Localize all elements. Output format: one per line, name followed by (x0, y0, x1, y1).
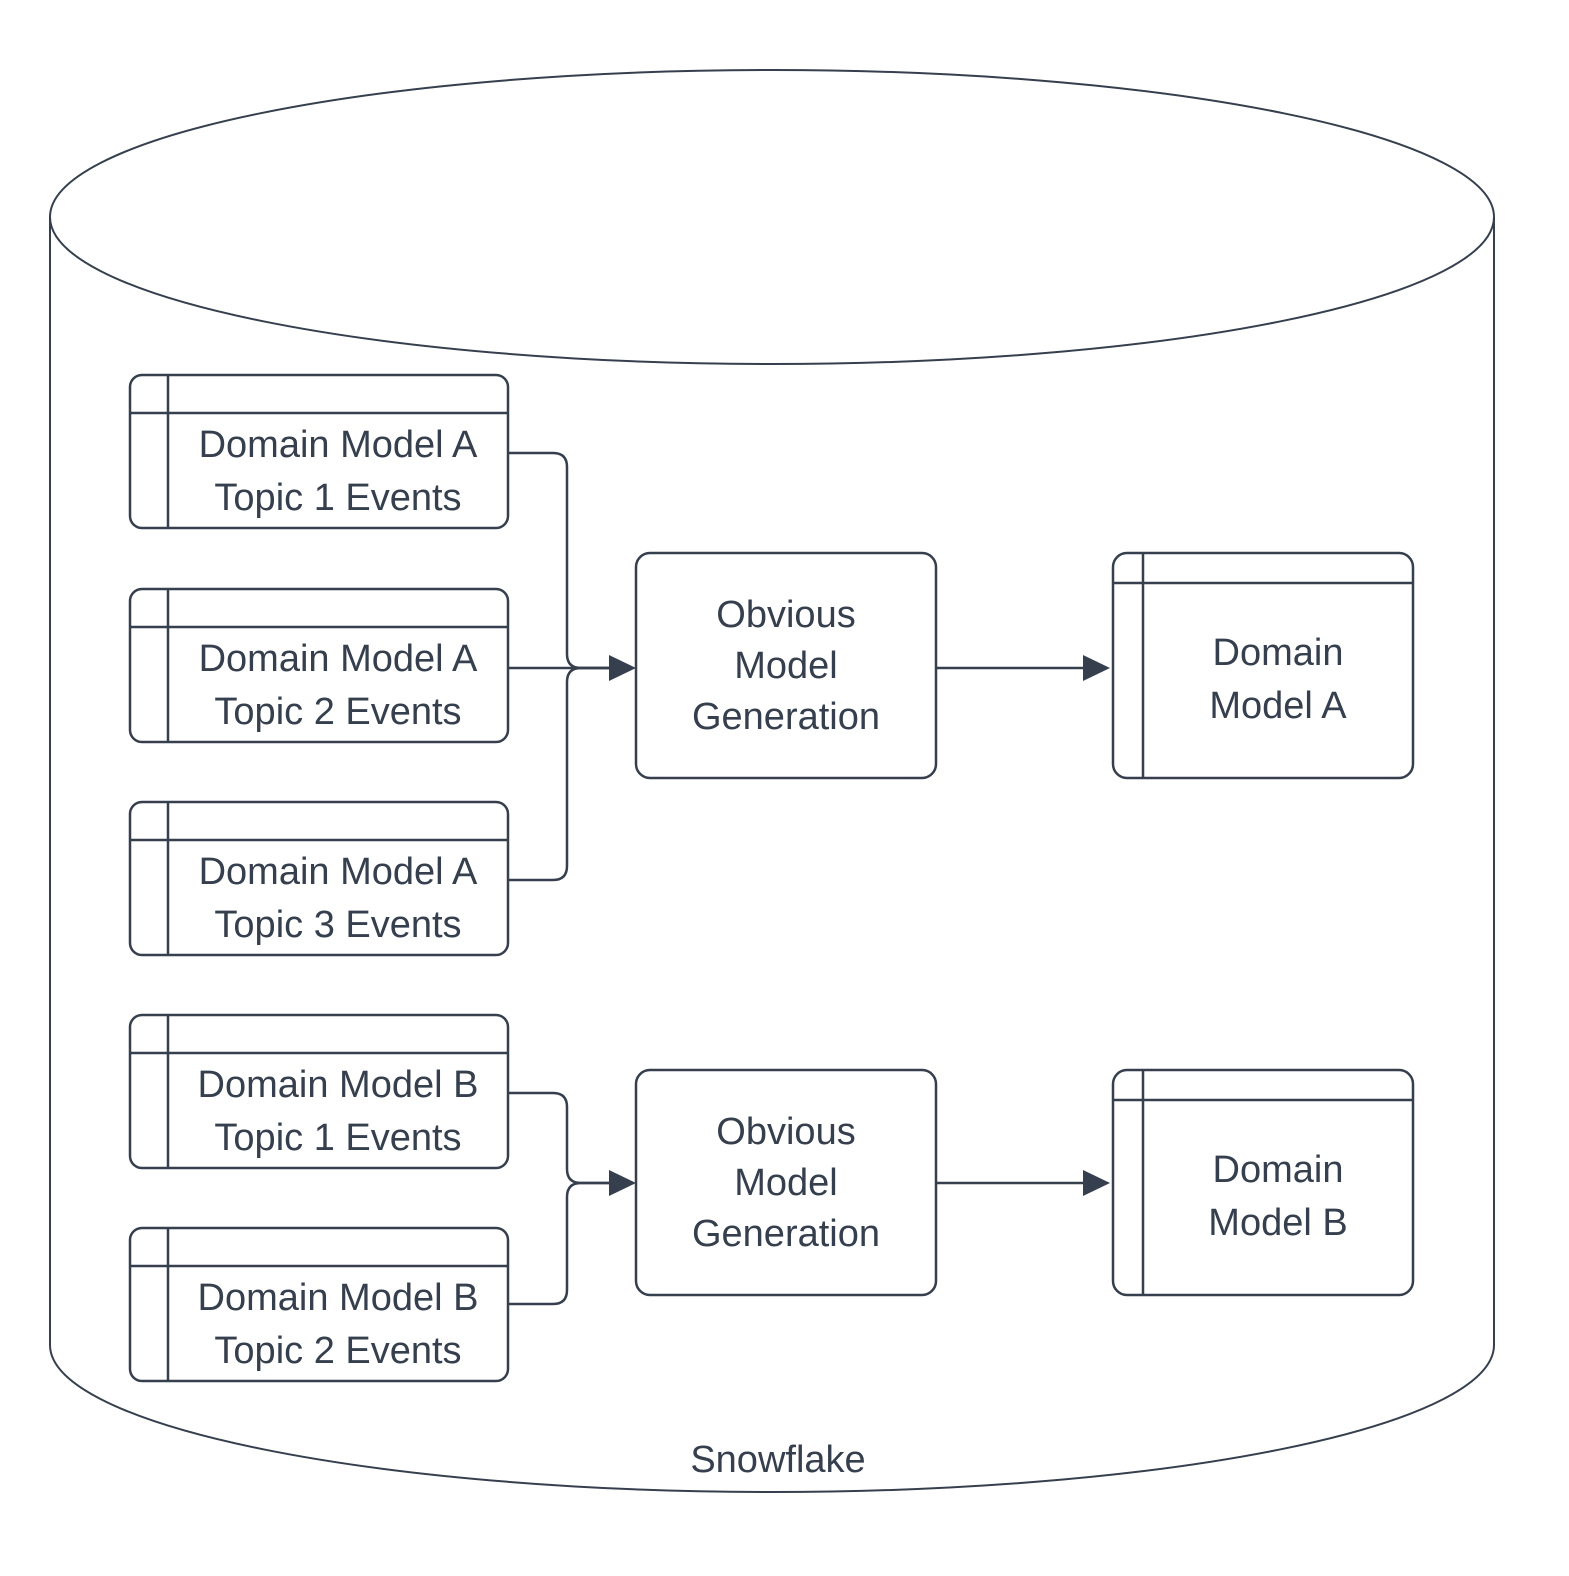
process-label-line2: Model (734, 645, 838, 687)
table-label-line1: Domain (1213, 1149, 1344, 1191)
table-label-line1: Domain Model A (199, 638, 478, 680)
cylinder-top-rim (49, 216, 1495, 365)
table-label-line2: Topic 2 Events (214, 1330, 461, 1372)
table-domain-model-a-topic-3-events: Domain Model A Topic 3 Events (128, 800, 510, 957)
table-label-line1: Domain Model A (199, 424, 478, 466)
process-label-line2: Model (734, 1162, 838, 1204)
table-label-line2: Topic 1 Events (214, 477, 461, 519)
table-label-line1: Domain Model A (199, 851, 478, 893)
table-shape (1111, 1068, 1415, 1297)
table-domain-model-b-topic-2-events: Domain Model B Topic 2 Events (128, 1226, 510, 1383)
process-label-line3: Generation (692, 1213, 880, 1255)
table-label-line2: Topic 3 Events (214, 904, 461, 946)
process-shape (634, 551, 938, 780)
table-domain-model-a-topic-2-events: Domain Model A Topic 2 Events (128, 587, 510, 744)
process-label-line1: Obvious (716, 1111, 855, 1153)
process-obvious-model-generation-b: Obvious Model Generation (634, 1068, 938, 1297)
table-domain-model-a-topic-1-events: Domain Model A Topic 1 Events (128, 373, 510, 530)
arrowhead-into-generation-b (609, 1170, 636, 1196)
table-domain-model-b: Domain Model B (1111, 1068, 1415, 1297)
connector-b-topic1-to-generation (508, 1091, 609, 1185)
table-label-line1: Domain (1213, 632, 1344, 674)
cylinder-label: Snowflake (690, 1439, 865, 1481)
process-label-line3: Generation (692, 696, 880, 738)
arrowhead-into-model-b (1083, 1170, 1110, 1196)
table-label-line2: Model A (1209, 685, 1347, 727)
connector-b-topic2-to-generation (508, 1181, 609, 1306)
table-label-line2: Topic 1 Events (214, 1117, 461, 1159)
table-label-line1: Domain Model B (198, 1064, 479, 1106)
table-domain-model-b-topic-1-events: Domain Model B Topic 1 Events (128, 1013, 510, 1170)
table-shape (1111, 551, 1415, 780)
table-label-line1: Domain Model B (198, 1277, 479, 1319)
table-domain-model-a: Domain Model A (1111, 551, 1415, 780)
arrowhead-into-model-a (1083, 655, 1110, 681)
arrowhead-into-generation-a (609, 655, 636, 681)
connector-group-a (508, 451, 1110, 882)
process-shape (634, 1068, 938, 1297)
table-label-line2: Topic 2 Events (214, 691, 461, 733)
process-label-line1: Obvious (716, 594, 855, 636)
table-label-line2: Model B (1208, 1202, 1347, 1244)
connector-group-b (508, 1091, 1110, 1306)
process-obvious-model-generation-a: Obvious Model Generation (634, 551, 938, 780)
